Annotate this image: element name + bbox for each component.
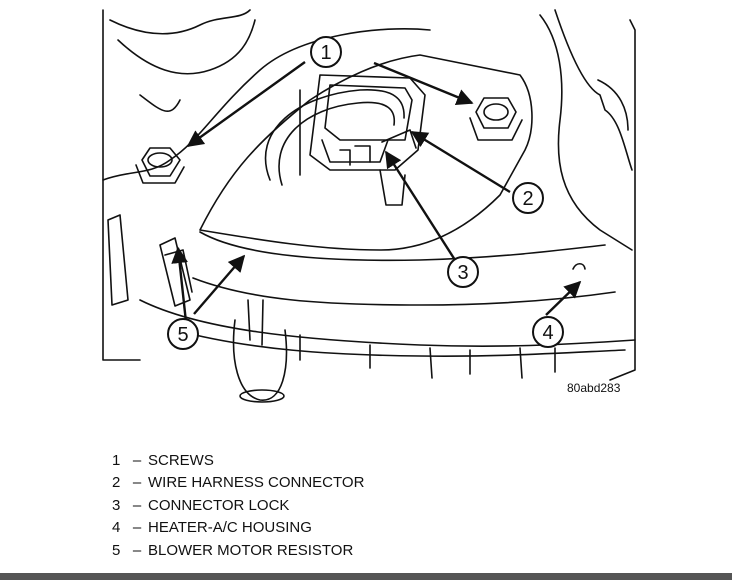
leader-arrow-4 [545,280,582,316]
svg-text:4: 4 [542,322,553,344]
legend-label: CONNECTOR LOCK [148,496,290,514]
resistor-illustration: 1 2 3 4 5 [102,9,636,403]
leader-arrow-1b [373,61,474,106]
svg-text:3: 3 [457,262,468,284]
leader-arrow-3 [384,150,457,261]
leader-arrow-5a [171,246,188,323]
legend-label: HEATER-A/C HOUSING [148,519,312,537]
legend-dash: – [132,452,142,469]
legend-label: SCREWS [148,452,214,469]
legend-number: 2 [112,474,121,492]
legend-number: 4 [112,519,121,537]
legend-label: BLOWER MOTOR RESISTOR [148,541,354,559]
legend-number: 5 [112,541,121,559]
legend-item: 4–HEATER-A/C HOUSING [112,517,364,539]
leader-arrow-1a [186,61,306,147]
svg-text:1: 1 [320,42,331,64]
callout-3: 3 [447,256,479,288]
leader-arrow-5b [193,254,246,315]
legend-number: 1 [112,452,121,469]
svg-text:2: 2 [522,188,533,210]
callout-2: 2 [512,182,544,214]
legend-label: WIRE HARNESS CONNECTOR [148,474,365,492]
line-art [102,9,636,403]
legend-dash: – [132,519,142,537]
legend-item: 1–SCREWS [112,450,364,472]
legend-dash: – [132,541,142,559]
callout-4: 4 [532,316,564,348]
legend-item: 5–BLOWER MOTOR RESISTOR [112,540,364,562]
legend-dash: – [132,474,142,492]
callout-5: 5 [167,318,199,350]
leader-arrow-2 [410,130,511,194]
bottom-scroll-bar [0,573,732,580]
legend-number: 3 [112,496,121,514]
legend-dash: – [132,496,142,514]
figure-code: 80abd283 [567,381,621,395]
legend-item: 3–CONNECTOR LOCK [112,495,364,517]
legend-item: 2–WIRE HARNESS CONNECTOR [112,472,364,494]
legend: 1–SCREWS 2–WIRE HARNESS CONNECTOR 3–CONN… [112,450,364,562]
leader-arrows [171,61,582,323]
callout-1: 1 [310,36,342,68]
svg-text:5: 5 [177,324,188,346]
